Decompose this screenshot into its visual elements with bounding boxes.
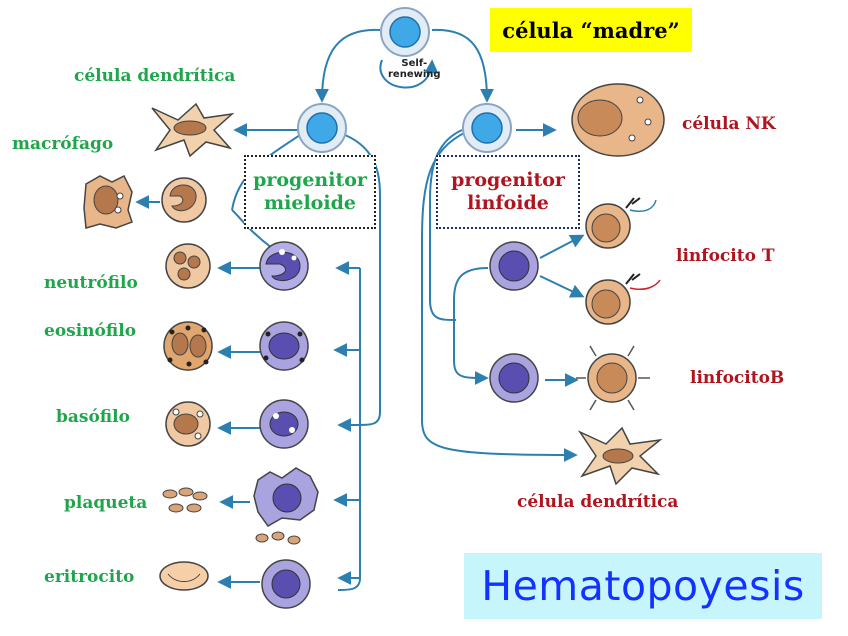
lymphoid-progenitor-box: progenitor linfoide	[436, 155, 580, 229]
stem-cell	[380, 7, 430, 57]
label-t-cell: linfocito T	[676, 246, 775, 266]
myeloid-box-line2: mieloide	[264, 192, 356, 214]
label-b-cell: linfocitoB	[690, 368, 785, 388]
myeloblast-basophil	[259, 399, 309, 449]
stem-cell-title: célula “madre”	[490, 8, 692, 52]
label-erythrocyte: eritrocito	[44, 567, 135, 587]
connector-arrows	[135, 28, 585, 591]
hematopoiesis-banner: Hematopoyesis	[464, 553, 822, 619]
self-renewing-line1: Self-	[401, 58, 428, 69]
label-macrophage: macrófago	[12, 134, 114, 154]
megakaryocyte	[253, 467, 319, 545]
lymphoblast-b	[489, 353, 539, 403]
neutrophil-cell	[165, 243, 211, 289]
title-text: célula “madre”	[502, 17, 680, 43]
b-cell	[576, 345, 650, 411]
nk-cell	[571, 83, 665, 157]
label-eosinophil: eosinófilo	[44, 321, 137, 341]
platelets	[162, 487, 208, 513]
myeloblast-eosinophil	[259, 321, 309, 371]
label-dendritic-left: célula dendrítica	[74, 66, 236, 86]
lymphoid-progenitor-cell	[462, 103, 512, 153]
erythrocyte-cell	[159, 561, 209, 591]
hematopoiesis-title: Hematopoyesis	[481, 562, 805, 610]
myeloid-box-line1: progenitor	[253, 169, 367, 192]
basophil-cell	[165, 401, 211, 447]
lymphoid-box-line2: linfoide	[467, 192, 549, 214]
label-nk-cell: célula NK	[682, 114, 776, 134]
monocyte	[161, 177, 207, 223]
lymphoblast-t	[489, 241, 539, 291]
dendritic-cell-left	[151, 102, 235, 158]
self-renewing-line2: renewing	[388, 69, 441, 80]
myeloblast-neutrophil	[259, 241, 309, 291]
self-renewing-label: Self- renewing	[388, 58, 441, 80]
myeloid-progenitor-box: progenitor mieloide	[244, 155, 376, 229]
label-platelet: plaqueta	[64, 493, 148, 513]
label-basophil: basófilo	[56, 407, 130, 427]
lymphoid-box-line1: progenitor	[451, 169, 565, 192]
dendritic-cell-right	[577, 426, 663, 486]
macrophage-activated	[83, 174, 133, 229]
eosinophil-cell	[163, 321, 213, 371]
t-cell-cytotoxic	[585, 273, 661, 325]
myeloid-progenitor-cell	[297, 103, 347, 153]
label-neutrophil: neutrófilo	[44, 273, 138, 293]
label-dendritic-right: célula dendrítica	[517, 492, 679, 512]
erythroblast	[261, 559, 311, 609]
t-cell-helper	[585, 197, 657, 249]
